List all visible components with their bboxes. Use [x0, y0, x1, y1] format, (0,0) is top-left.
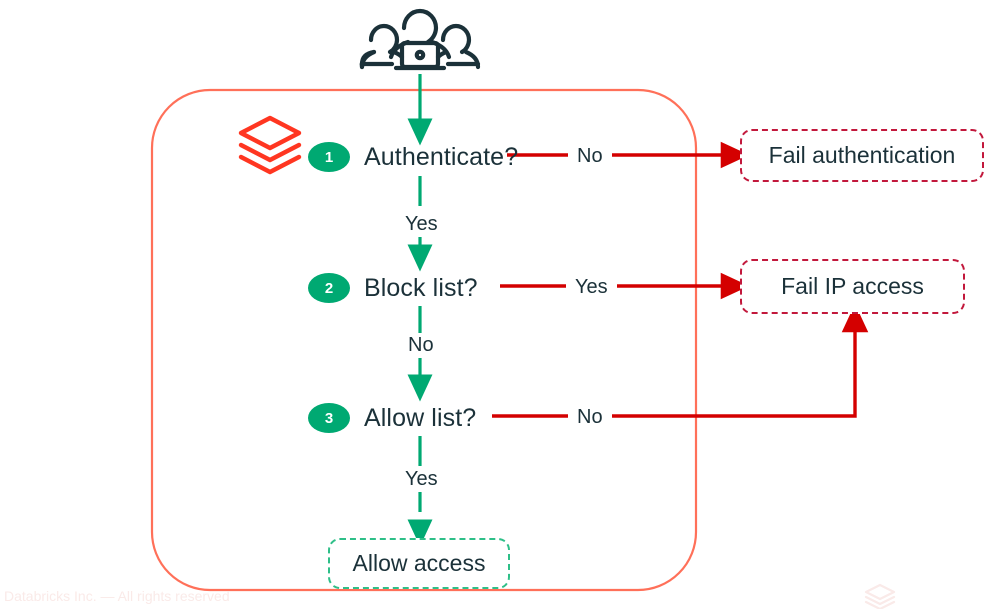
step-label-allow-list: Allow list? [364, 403, 477, 432]
step-badge-2: 2 [308, 273, 350, 303]
users-with-laptop-icon [359, 8, 481, 71]
outcome-fail-ip-access[interactable]: Fail IP access [740, 259, 965, 314]
step-row-1[interactable]: 1 Authenticate? [308, 137, 518, 177]
workspace-boundary [150, 88, 698, 592]
edge-label-step2-yes: Yes [566, 275, 617, 300]
step-label-authenticate: Authenticate? [364, 142, 519, 171]
edge-label-step1-yes: Yes [396, 212, 447, 237]
watermark-logo [864, 583, 896, 609]
outcome-fail-authentication[interactable]: Fail authentication [740, 129, 984, 182]
edge-label-step2-no: No [399, 333, 443, 358]
databricks-layers-icon [238, 115, 302, 175]
step-badge-3: 3 [308, 403, 350, 433]
watermark-copyright: Databricks Inc. — All rights reserved [4, 588, 230, 604]
edge-label-step1-no: No [568, 144, 612, 169]
outcome-allow-access[interactable]: Allow access [328, 538, 510, 589]
step-row-3[interactable]: 3 Allow list? [308, 398, 476, 438]
step-row-2[interactable]: 2 Block list? [308, 268, 478, 308]
edge-label-step3-no: No [568, 405, 612, 430]
step-badge-1: 1 [308, 142, 350, 172]
step-label-block-list: Block list? [364, 273, 478, 302]
edge-step3-no-to-fail-ip [492, 303, 869, 418]
edge-label-step3-yes: Yes [396, 467, 447, 492]
